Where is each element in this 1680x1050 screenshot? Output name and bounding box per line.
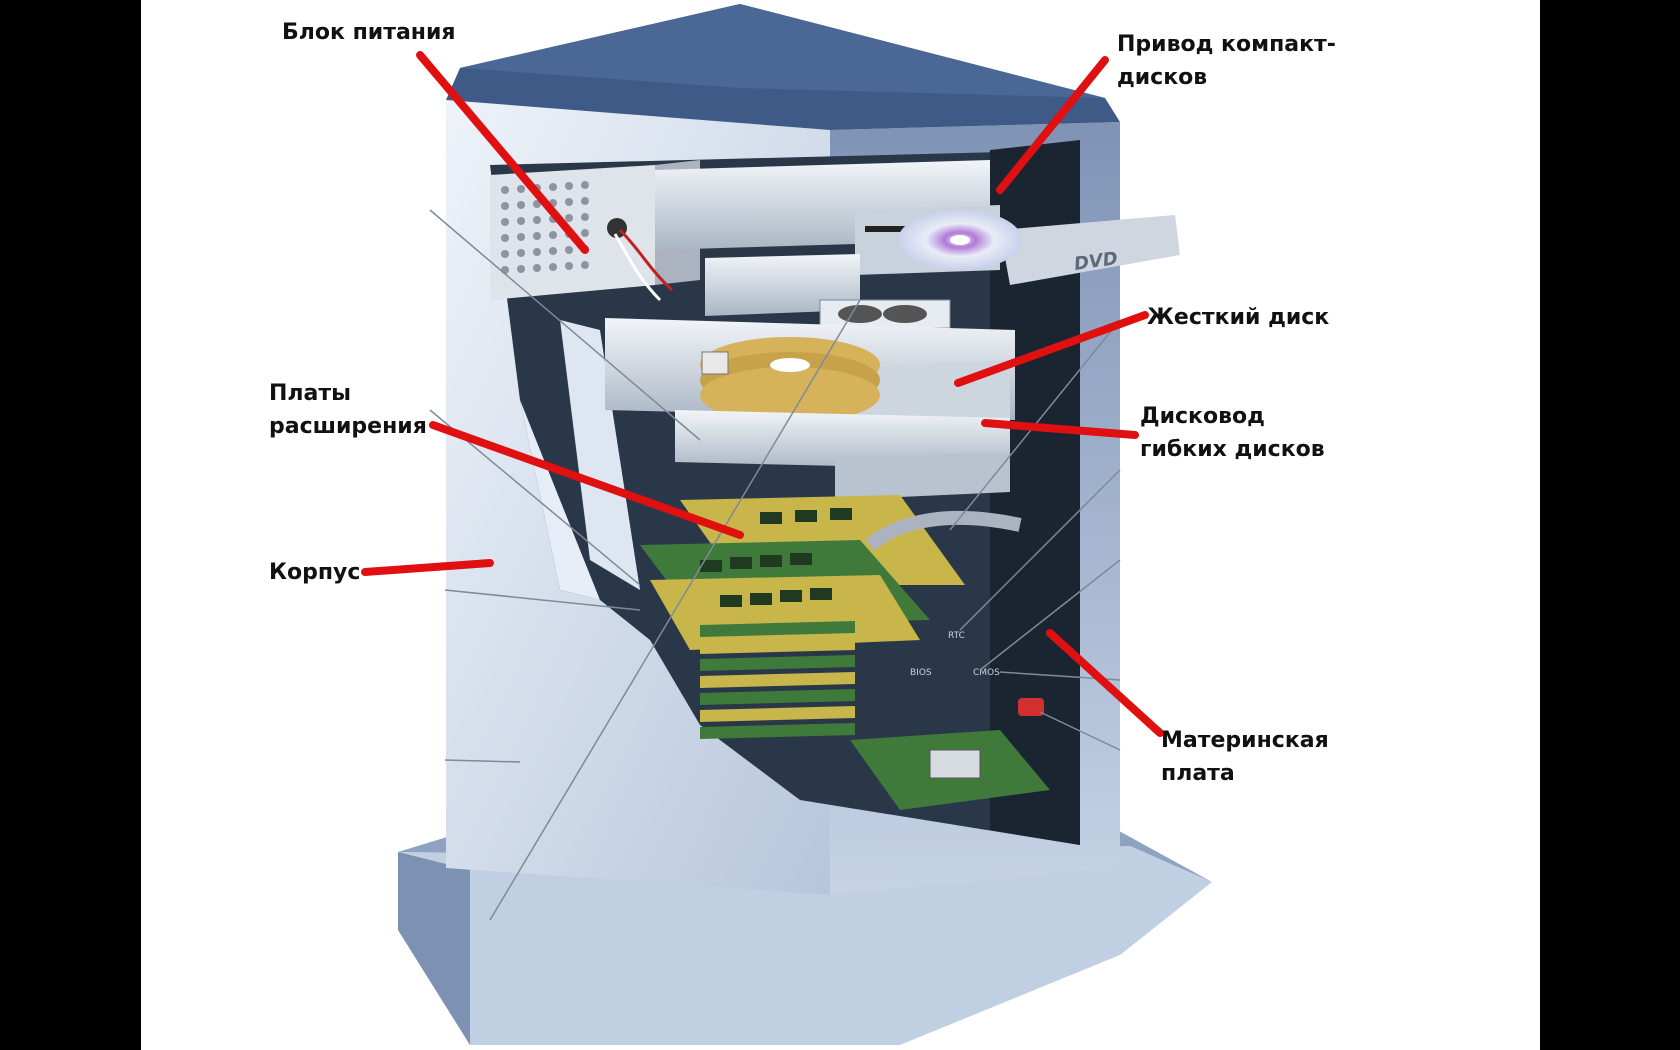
psu-vent-hole xyxy=(565,214,573,222)
card-chip xyxy=(760,555,782,567)
card-chip xyxy=(720,595,742,607)
psu-vent-hole xyxy=(533,264,541,272)
psu-vent-hole xyxy=(517,265,525,273)
card-chip xyxy=(750,593,772,605)
card-chip xyxy=(760,512,782,524)
psu-vent-hole xyxy=(517,233,525,241)
red-leader-lines xyxy=(361,51,1164,737)
leader-expansion xyxy=(429,421,744,539)
leader-floppy xyxy=(981,419,1139,439)
card-chip xyxy=(790,553,812,565)
leader-hard-disk xyxy=(954,311,1149,387)
dvd-drive: DVD xyxy=(655,160,1180,285)
card-chip xyxy=(795,510,817,522)
psu-vent-hole xyxy=(533,216,541,224)
psu-vent-hole xyxy=(501,234,509,242)
label-motherboard: Материнская плата xyxy=(1161,724,1329,790)
leader-case xyxy=(361,559,494,576)
psu-vent-hole xyxy=(565,262,573,270)
label-power-supply: Блок питания xyxy=(282,20,456,45)
psu-vent-hole xyxy=(581,229,589,237)
label-expansion-line1: Платы xyxy=(269,381,352,406)
chip-label-cmos: CMOS xyxy=(973,668,1000,678)
psu-vent-hole xyxy=(581,197,589,205)
memory-module xyxy=(700,655,855,671)
psu-vent-hole xyxy=(581,213,589,221)
label-cd-drive: Привод компакт- дисков xyxy=(1117,28,1336,94)
psu-vent-hole xyxy=(565,246,573,254)
label-case: Корпус xyxy=(269,560,361,585)
memory-module xyxy=(700,638,855,654)
psu-vent-hole xyxy=(501,266,509,274)
label-floppy: Дисковод гибких дисков xyxy=(1140,400,1325,466)
leader-power-supply xyxy=(416,51,589,254)
thin-leader-lines xyxy=(429,209,1121,921)
card-chip xyxy=(830,508,852,520)
psu-vent-hole xyxy=(517,217,525,225)
label-floppy-line1: Дисковод xyxy=(1140,404,1265,429)
psu-vent-hole xyxy=(533,200,541,208)
psu-vent-hole xyxy=(517,249,525,257)
psu-vent-hole xyxy=(501,250,509,258)
label-expansion: Платы расширения xyxy=(269,377,427,443)
label-expansion-line2: расширения xyxy=(269,414,427,439)
floppy-drive xyxy=(675,410,1010,500)
psu-vent-hole xyxy=(581,261,589,269)
card-chip xyxy=(780,590,802,602)
chip-label-bios: BIOS xyxy=(910,668,932,678)
memory-module xyxy=(700,621,855,637)
psu-vent-hole xyxy=(533,232,541,240)
label-motherboard-line2: плата xyxy=(1161,761,1235,786)
psu-vent-hole xyxy=(565,182,573,190)
label-cd-drive-line2: дисков xyxy=(1117,65,1208,90)
memory-modules xyxy=(700,621,855,739)
psu-vent-hole xyxy=(549,183,557,191)
psu-vent-hole xyxy=(501,202,509,210)
psu-vent-hole xyxy=(517,185,525,193)
memory-module xyxy=(700,672,855,688)
memory-module xyxy=(700,723,855,739)
leader-motherboard xyxy=(1046,629,1164,737)
psu-vent-hole xyxy=(581,181,589,189)
card-chip xyxy=(810,588,832,600)
chip-label-rtc: RTC xyxy=(948,631,965,641)
label-hard-disk: Жесткий диск xyxy=(1147,305,1330,330)
card-chip xyxy=(730,557,752,569)
psu-vent-hole xyxy=(549,263,557,271)
psu-vent-hole xyxy=(549,247,557,255)
label-floppy-line2: гибких дисков xyxy=(1140,437,1325,462)
card-chip xyxy=(700,560,722,572)
label-cd-drive-line1: Привод компакт- xyxy=(1117,32,1336,57)
psu-vent-hole xyxy=(501,218,509,226)
psu-vent-hole xyxy=(549,231,557,239)
memory-module xyxy=(700,706,855,722)
leader-cd-drive xyxy=(996,56,1109,194)
psu-vent-hole xyxy=(533,248,541,256)
psu-vent-hole xyxy=(565,198,573,206)
psu-vent-hole xyxy=(517,201,525,209)
memory-module xyxy=(700,689,855,705)
psu-vent-hole xyxy=(501,186,509,194)
label-motherboard-line1: Материнская xyxy=(1161,728,1329,753)
motherboard: RTC BIOS CMOS xyxy=(850,631,1050,810)
